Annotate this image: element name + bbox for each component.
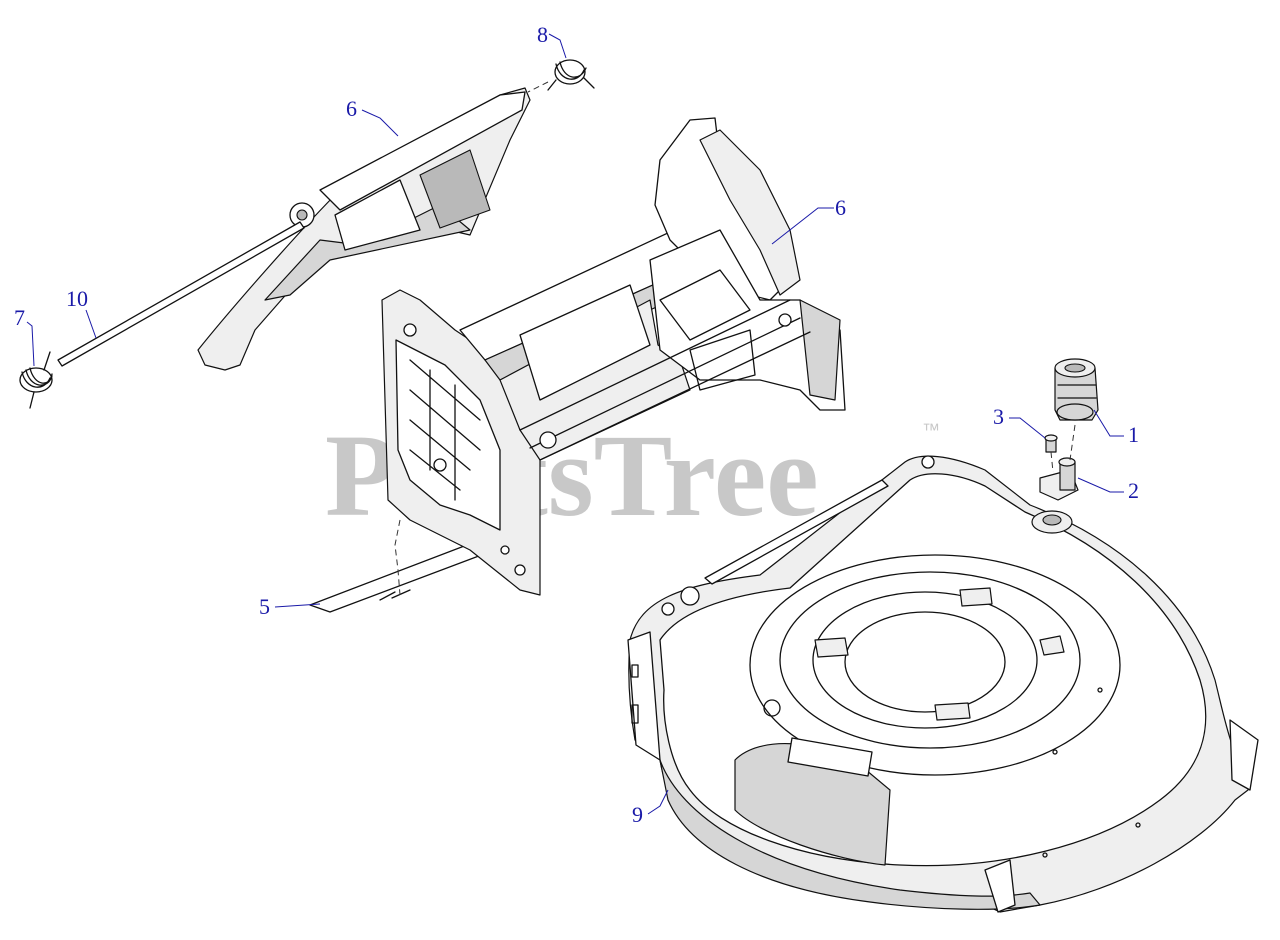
callout-1: 1 bbox=[1128, 422, 1139, 447]
callout-2: 2 bbox=[1128, 478, 1139, 503]
deck-part bbox=[627, 455, 1259, 913]
callouts: 8 6 6 10 7 3 1 2 5 9 bbox=[14, 22, 1139, 827]
callout-9: 9 bbox=[632, 802, 643, 827]
leader-lines bbox=[26, 33, 1124, 815]
callout-8: 8 bbox=[537, 22, 548, 47]
spring-part-7 bbox=[19, 351, 53, 409]
handle-lever-part bbox=[197, 87, 531, 371]
knob-part-1 bbox=[1054, 358, 1099, 421]
callout-3: 3 bbox=[993, 404, 1004, 429]
callout-6-frame: 6 bbox=[835, 195, 846, 220]
spring-part-8 bbox=[527, 59, 595, 93]
rod-part bbox=[57, 221, 305, 367]
callout-6-upper: 6 bbox=[346, 96, 357, 121]
frame-part bbox=[309, 117, 846, 613]
trademark-symbol: ™ bbox=[922, 420, 940, 440]
bolt-part-3 bbox=[1044, 434, 1058, 473]
callout-7: 7 bbox=[14, 305, 25, 330]
fitting-part-2 bbox=[1039, 424, 1079, 501]
callout-10: 10 bbox=[66, 286, 88, 311]
callout-5: 5 bbox=[259, 594, 270, 619]
